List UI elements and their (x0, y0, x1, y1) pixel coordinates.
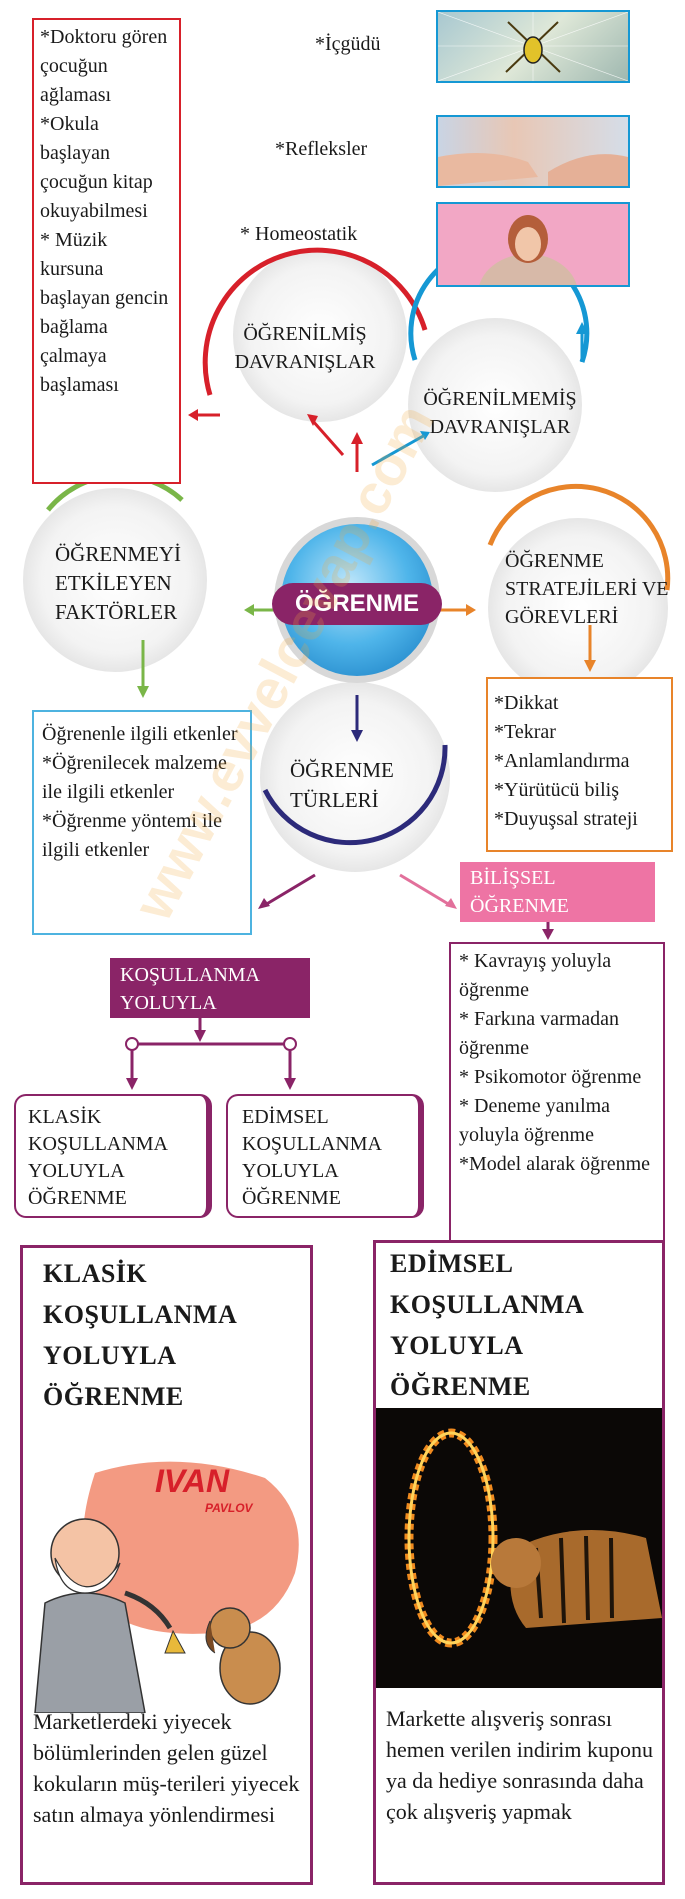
innate-item-instinct: *İçgüdü (315, 33, 381, 55)
unlearned-circle-bg (408, 318, 582, 492)
factors-item-1: Öğrenenle ilgili etkenler (42, 723, 238, 745)
operant-card: EDİMSEL KOŞULLANMA YOLUYLA ÖĞRENME Marke… (373, 1240, 665, 1885)
pavlov-dog-icon (34, 1461, 299, 1714)
hand-icon (438, 153, 628, 186)
spider-photo (436, 10, 630, 83)
factors-item-2: *Öğrenilecek malzeme ile ilgili etkenler (42, 752, 227, 803)
strategies-circle-bg (488, 518, 668, 698)
factors-item-3: *Öğrenme yöntemi ile ilgili etkenler (42, 810, 222, 861)
classical-card-caption: Marketlerdeki yiyecek bölümlerinden gele… (33, 1709, 300, 1827)
learned-circle-bg (233, 248, 407, 422)
strategy-item: *Dikkat (494, 692, 559, 714)
types-node-title: ÖĞRENME TÜRLERİ (290, 758, 394, 812)
learned-example-2: *Okula başlayan çocuğun kitap okuyabilme… (40, 113, 153, 222)
spider-icon (438, 12, 628, 81)
factors-list-box: Öğrenenle ilgili etkenler *Öğrenilecek m… (32, 710, 252, 935)
cognitive-item: *Model alarak öğrenme (459, 1153, 651, 1175)
strategies-list-box: *Dikkat *Tekrar *Anlamlandırma *Yürütücü… (486, 677, 673, 852)
pavlov-label: PAVLOV (205, 1501, 253, 1515)
ivan-label: IVAN (155, 1463, 230, 1499)
types-ring (262, 744, 448, 846)
factors-circle-bg (23, 488, 207, 672)
cognitive-item: * Farkına varmadan öğrenme (459, 1008, 619, 1059)
learned-example-1: *Doktoru gören çocuğun ağlaması (40, 26, 168, 106)
classical-card-title: KLASİK KOŞULLANMA YOLUYLA ÖĞRENME (43, 1259, 236, 1411)
cognitive-item: * Kavrayış yoluyla öğrenme (459, 950, 612, 1001)
homeostatic-photo (436, 202, 630, 287)
operant-card-caption: Markette alışveriş sonrası hemen verilen… (386, 1706, 653, 1824)
operant-card-title: EDİMSEL KOŞULLANMA YOLUYLA ÖĞRENME (390, 1249, 583, 1401)
classical-conditioning-box: KLASİK KOŞULLANMA YOLUYLA ÖĞRENME (14, 1094, 212, 1218)
learned-example-3: * Müzik kursuna başlayan gencin bağlama … (40, 229, 169, 396)
strategy-item: *Tekrar (494, 721, 556, 743)
innate-item-reflexes: *Refleksler (275, 138, 368, 160)
strategies-node-title: ÖĞRENME STRATEJİLERİ VE GÖREVLERİ (505, 550, 669, 628)
strategy-item: *Yürütücü biliş (494, 779, 619, 801)
cognitive-list-box: * Kavrayış yoluyla öğrenme * Farkına var… (449, 942, 665, 1242)
tiger-fire-ring-icon (404, 1428, 662, 1648)
cognitive-item: * Deneme yanılma yoluyla öğrenme (459, 1095, 611, 1146)
shivering-person-icon (479, 215, 577, 285)
learned-ring (202, 247, 428, 396)
classical-card: KLASİK KOŞULLANMA YOLUYLA ÖĞRENME IVAN P… (20, 1245, 313, 1885)
cognitive-learning-label: BİLİŞSEL ÖĞRENME (460, 862, 655, 922)
learned-examples-box: *Doktoru gören çocuğun ağlaması *Okula b… (32, 18, 181, 484)
innate-item-homeostatic: * Homeostatik (240, 223, 358, 245)
tiger-ring-photo (376, 1408, 662, 1688)
unlearned-node-title: ÖĞRENİLMEMİŞ DAVRANIŞLAR (423, 388, 577, 438)
conditioning-label: KOŞULLANMA YOLUYLA (110, 958, 310, 1018)
cognitive-item: * Psikomotor öğrenme (459, 1066, 642, 1088)
operant-conditioning-box: EDİMSEL KOŞULLANMA YOLUYLA ÖĞRENME (226, 1094, 424, 1218)
learned-node-title: ÖĞRENİLMİŞ DAVRANIŞLAR (234, 323, 376, 373)
reflex-photo (436, 115, 630, 188)
strategy-item: *Duyuşsal strateji (494, 808, 638, 830)
center-learning-pill: ÖĞRENME (272, 583, 442, 625)
factors-node-title: ÖĞRENMEYİ ETKİLEYEN FAKTÖRLER (55, 542, 181, 624)
strategies-ring (487, 483, 671, 591)
strategy-item: *Anlamlandırma (494, 750, 630, 772)
pavlov-illustration: IVAN PAVLOV (25, 1453, 308, 1714)
